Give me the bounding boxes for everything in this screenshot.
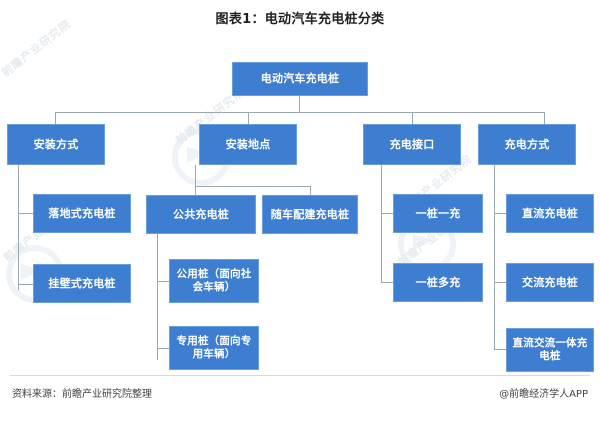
connector-drop-n2a [195, 186, 196, 195]
source-label: 资料来源：前瞻产业研究院整理 [12, 389, 152, 400]
node-one-pile-one-charge[interactable]: 一桩一充 [393, 194, 483, 233]
node-dedicated-pile[interactable]: 专用桩（面向专用车辆） [169, 326, 259, 370]
connector-drop-n2 [248, 112, 249, 124]
footer-divider [10, 375, 590, 376]
node-charging-mode[interactable]: 充电方式 [478, 124, 576, 165]
connector-stub-n4a [494, 213, 506, 214]
connector-drop-n1 [55, 112, 56, 124]
node-dc-pile[interactable]: 直流充电桩 [506, 194, 594, 233]
app-credit-label: @前瞻经济学人APP [499, 389, 588, 400]
connector-stub-n4b [494, 282, 506, 283]
connector-stub-n1a [18, 213, 33, 214]
connector-stub-n3b [381, 282, 393, 283]
node-public-use-pile[interactable]: 公用桩（面向社会车辆） [169, 259, 259, 303]
connector-bus-n2 [195, 186, 310, 187]
node-floor-mounted-pile[interactable]: 落地式充电桩 [33, 194, 131, 233]
node-root[interactable]: 电动汽车充电桩 [232, 62, 368, 96]
node-wall-mounted-pile[interactable]: 挂壁式充电桩 [33, 264, 131, 303]
node-public-pile[interactable]: 公共充电桩 [146, 195, 256, 234]
page-title: 图表1：电动汽车充电桩分类 [215, 12, 385, 27]
connector-stub-n1b [18, 284, 33, 285]
connector-drop-n3 [412, 112, 413, 124]
connector-root-bus [55, 112, 544, 113]
connector-stub-n3a [381, 213, 393, 214]
node-charging-interface[interactable]: 充电接口 [363, 124, 461, 165]
node-vehicle-matched-pile[interactable]: 随车配建充电桩 [262, 195, 358, 234]
connector-stub-n2a2 [157, 348, 169, 349]
connector-stub-n2a1 [157, 281, 169, 282]
connector-root-stem [299, 96, 300, 112]
node-dc-ac-integrated-pile[interactable]: 直流交流一体充电桩 [506, 328, 594, 372]
connector-drop-n2b [310, 186, 311, 195]
node-ac-pile[interactable]: 交流充电桩 [506, 263, 594, 302]
connector-spine-n1 [18, 165, 19, 290]
connector-spine-n4 [494, 165, 495, 350]
node-one-pile-multi-charge[interactable]: 一桩多充 [393, 263, 483, 302]
connector-spine-n2a [157, 232, 158, 360]
node-install-method[interactable]: 安装方式 [7, 124, 105, 165]
connector-drop-n4 [544, 112, 545, 124]
connector-stub-n4c [494, 349, 506, 350]
connector-spine-n3 [381, 165, 382, 283]
node-install-location[interactable]: 安装地点 [199, 124, 297, 165]
